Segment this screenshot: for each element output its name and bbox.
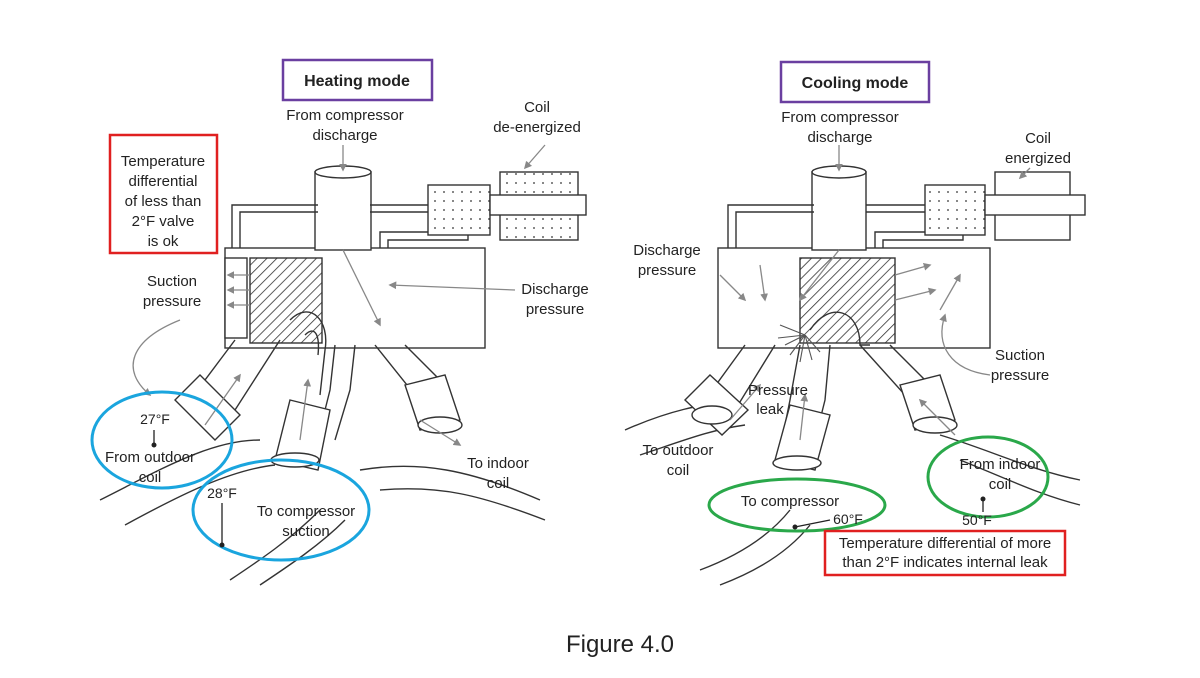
cooling-temp-compressor: 60°F xyxy=(833,511,863,527)
cooling-discharge-pressure-1: Discharge xyxy=(633,242,701,259)
heating-to-compressor-1: To compressor xyxy=(257,503,355,520)
pressure-leak-burst xyxy=(777,324,821,363)
heating-to-indoor-1: To indoor xyxy=(467,455,529,472)
heating-mode-box xyxy=(281,58,434,102)
heating-outdoor-circle xyxy=(90,390,234,490)
cooling-discharge-pressure-2: pressure xyxy=(638,262,696,279)
heating-note-1: Temperature xyxy=(121,153,205,170)
heating-diagram xyxy=(99,165,587,586)
heating-to-compressor-2: suction xyxy=(282,523,330,540)
heating-note-2: differential xyxy=(129,173,198,190)
heating-mode-label: Heating mode xyxy=(304,73,410,90)
cooling-suction-pressure-2: pressure xyxy=(991,367,1049,384)
heating-coil-state-1: Coil xyxy=(524,99,550,116)
heating-suction-pressure-1: Suction xyxy=(147,273,197,290)
cooling-from-compressor-1: From compressor xyxy=(781,109,899,126)
cooling-mode-label: Cooling mode xyxy=(802,75,909,92)
cooling-suction-pressure-1: Suction xyxy=(995,347,1045,364)
heating-temp-suction: 28°F xyxy=(207,485,237,501)
heating-from-compressor-1: From compressor xyxy=(286,107,404,124)
cooling-note-2: than 2°F indicates internal leak xyxy=(842,554,1048,571)
cooling-flow-arrows xyxy=(719,145,1031,441)
cooling-mode-box xyxy=(779,60,931,104)
cooling-temp-indoor: 50°F xyxy=(962,512,992,528)
cooling-to-compressor: To compressor xyxy=(741,493,839,510)
heating-coil-state-2: de-energized xyxy=(493,119,581,136)
heating-note-4: 2°F valve xyxy=(132,213,195,230)
cooling-from-compressor-2: discharge xyxy=(807,129,872,146)
heating-temp-outdoor: 27°F xyxy=(140,411,170,427)
cooling-from-indoor-1: From indoor xyxy=(960,456,1041,473)
cooling-from-indoor-2: coil xyxy=(989,476,1012,493)
figure-caption: Figure 4.0 xyxy=(566,631,674,658)
cooling-indoor-circle xyxy=(926,435,1050,519)
heating-from-compressor-2: discharge xyxy=(312,127,377,144)
cooling-note-1: Temperature differential of more xyxy=(839,535,1051,552)
heating-note-box xyxy=(108,133,219,255)
cooling-pressure-leak-2: leak xyxy=(756,401,784,418)
heating-flow-arrows xyxy=(132,144,546,446)
cooling-coil-state-1: Coil xyxy=(1025,130,1051,147)
heating-note-5: is ok xyxy=(148,233,179,250)
heating-from-outdoor-2: coil xyxy=(139,469,162,486)
heating-from-outdoor-1: From outdoor xyxy=(105,449,195,466)
cooling-to-outdoor-2: coil xyxy=(667,462,690,479)
cooling-note-box xyxy=(823,529,1067,577)
heating-suction-circle xyxy=(191,458,371,562)
heating-suction-pressure-2: pressure xyxy=(143,293,201,310)
heating-note-3: of less than xyxy=(125,193,202,210)
cooling-pressure-leak-1: Pressure xyxy=(748,382,808,399)
heating-discharge-pressure-1: Discharge xyxy=(521,281,589,298)
heating-discharge-pressure-2: pressure xyxy=(526,301,584,318)
cooling-coil-state-2: energized xyxy=(1005,150,1071,167)
cooling-compressor-circle xyxy=(707,477,887,533)
cooling-to-outdoor-1: To outdoor xyxy=(643,442,714,459)
heating-to-indoor-2: coil xyxy=(487,475,510,492)
